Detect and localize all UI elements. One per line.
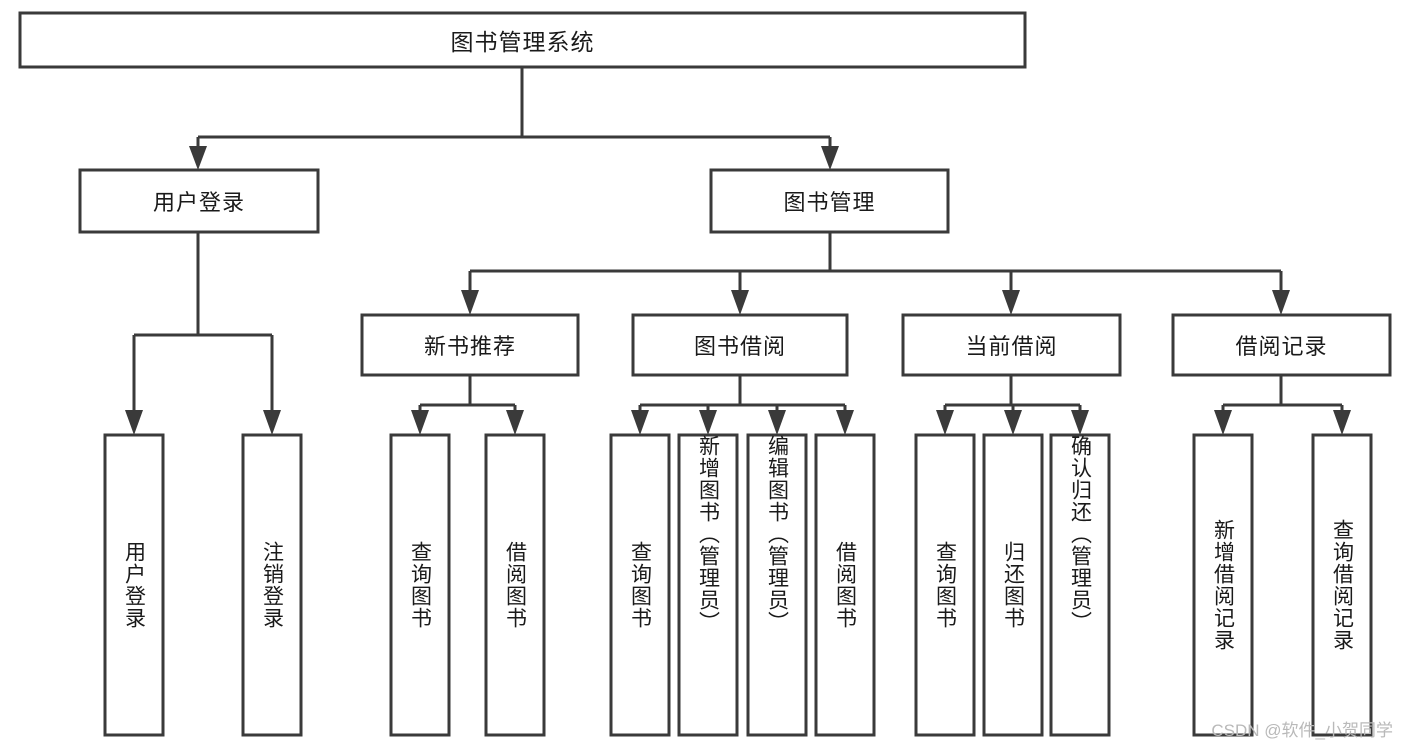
node-leaf-query-book-2[interactable] (609, 433, 671, 737)
node-borrow-record[interactable] (1171, 313, 1392, 377)
arrowhead-leaf-edit-book-admin (768, 410, 786, 435)
node-system[interactable] (18, 11, 1027, 69)
connector-group-new-book-leaves (411, 375, 524, 435)
node-leaf-confirm-return-admin[interactable] (1049, 433, 1111, 737)
arrowhead-leaf-add-book-admin (699, 410, 717, 435)
arrowhead-new-book-recommend (461, 290, 479, 315)
connector-group-book-management (461, 232, 1290, 315)
node-book-borrow[interactable] (631, 313, 849, 377)
arrowhead-leaf-add-borrow-record (1214, 410, 1232, 435)
arrowhead-leaf-logout-login (263, 410, 281, 435)
arrowhead-user-login (189, 146, 207, 170)
arrowhead-leaf-query-borrow-record (1333, 410, 1351, 435)
arrowhead-leaf-query-book-1 (411, 410, 429, 435)
node-leaf-query-book-1[interactable] (389, 433, 451, 737)
arrowhead-leaf-borrow-book-2 (836, 410, 854, 435)
arrowhead-current-borrow (1002, 290, 1020, 315)
node-leaf-logout-login[interactable] (241, 433, 303, 737)
connector-group-book-borrow-leaves (631, 375, 854, 435)
arrowhead-borrow-record (1272, 290, 1290, 315)
node-leaf-return-book[interactable] (982, 433, 1044, 737)
node-leaf-add-book-admin[interactable] (677, 433, 739, 737)
arrowhead-leaf-return-book (1004, 410, 1022, 435)
node-new-book-recommend[interactable] (360, 313, 580, 377)
node-leaf-add-borrow-record[interactable] (1192, 433, 1254, 737)
node-leaf-edit-book-admin[interactable] (746, 433, 808, 737)
arrowhead-leaf-query-book-3 (936, 410, 954, 435)
node-book-management[interactable] (709, 168, 950, 234)
node-leaf-query-book-3[interactable] (914, 433, 976, 737)
arrowhead-leaf-user-login (125, 410, 143, 435)
node-leaf-borrow-book-1[interactable] (484, 433, 546, 737)
connector-group-user-login-leaves (125, 232, 281, 435)
node-leaf-borrow-book-2[interactable] (814, 433, 876, 737)
node-leaf-query-borrow-record[interactable] (1311, 433, 1373, 737)
connector-group-current-borrow-leaves (936, 375, 1089, 435)
arrowhead-book-management (821, 146, 839, 170)
arrowhead-leaf-borrow-book-1 (506, 410, 524, 435)
node-user-login[interactable] (78, 168, 320, 234)
arrowhead-book-borrow (731, 290, 749, 315)
node-leaf-user-login[interactable] (103, 433, 165, 737)
arrowhead-leaf-query-book-2 (631, 410, 649, 435)
connector-group-borrow-record-leaves (1214, 375, 1351, 435)
connector-group-root (189, 67, 839, 170)
node-current-borrow[interactable] (901, 313, 1122, 377)
arrowhead-leaf-confirm-return-admin (1071, 410, 1089, 435)
